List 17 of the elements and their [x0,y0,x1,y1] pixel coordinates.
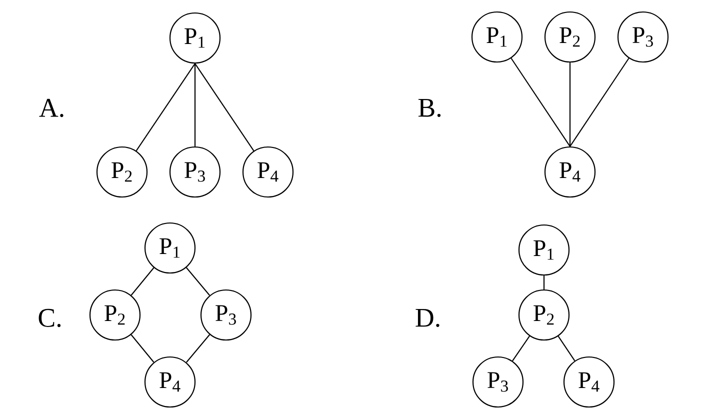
connector-line [512,336,530,362]
option-label: B. [418,99,441,117]
option-label: C. [38,308,61,328]
option-label: D. [416,309,440,327]
connector-line [186,334,210,363]
connector-line [194,64,196,146]
connector-line [136,63,196,152]
connector-line [570,58,630,147]
connector-line [558,336,576,362]
option-label: A. [39,98,64,118]
connector-line [543,276,545,290]
connector-line [194,63,254,152]
connector-line [569,62,571,146]
connector-line [186,267,210,296]
connector-line [130,334,154,363]
connector-line [510,58,570,147]
connector-line [130,267,154,296]
